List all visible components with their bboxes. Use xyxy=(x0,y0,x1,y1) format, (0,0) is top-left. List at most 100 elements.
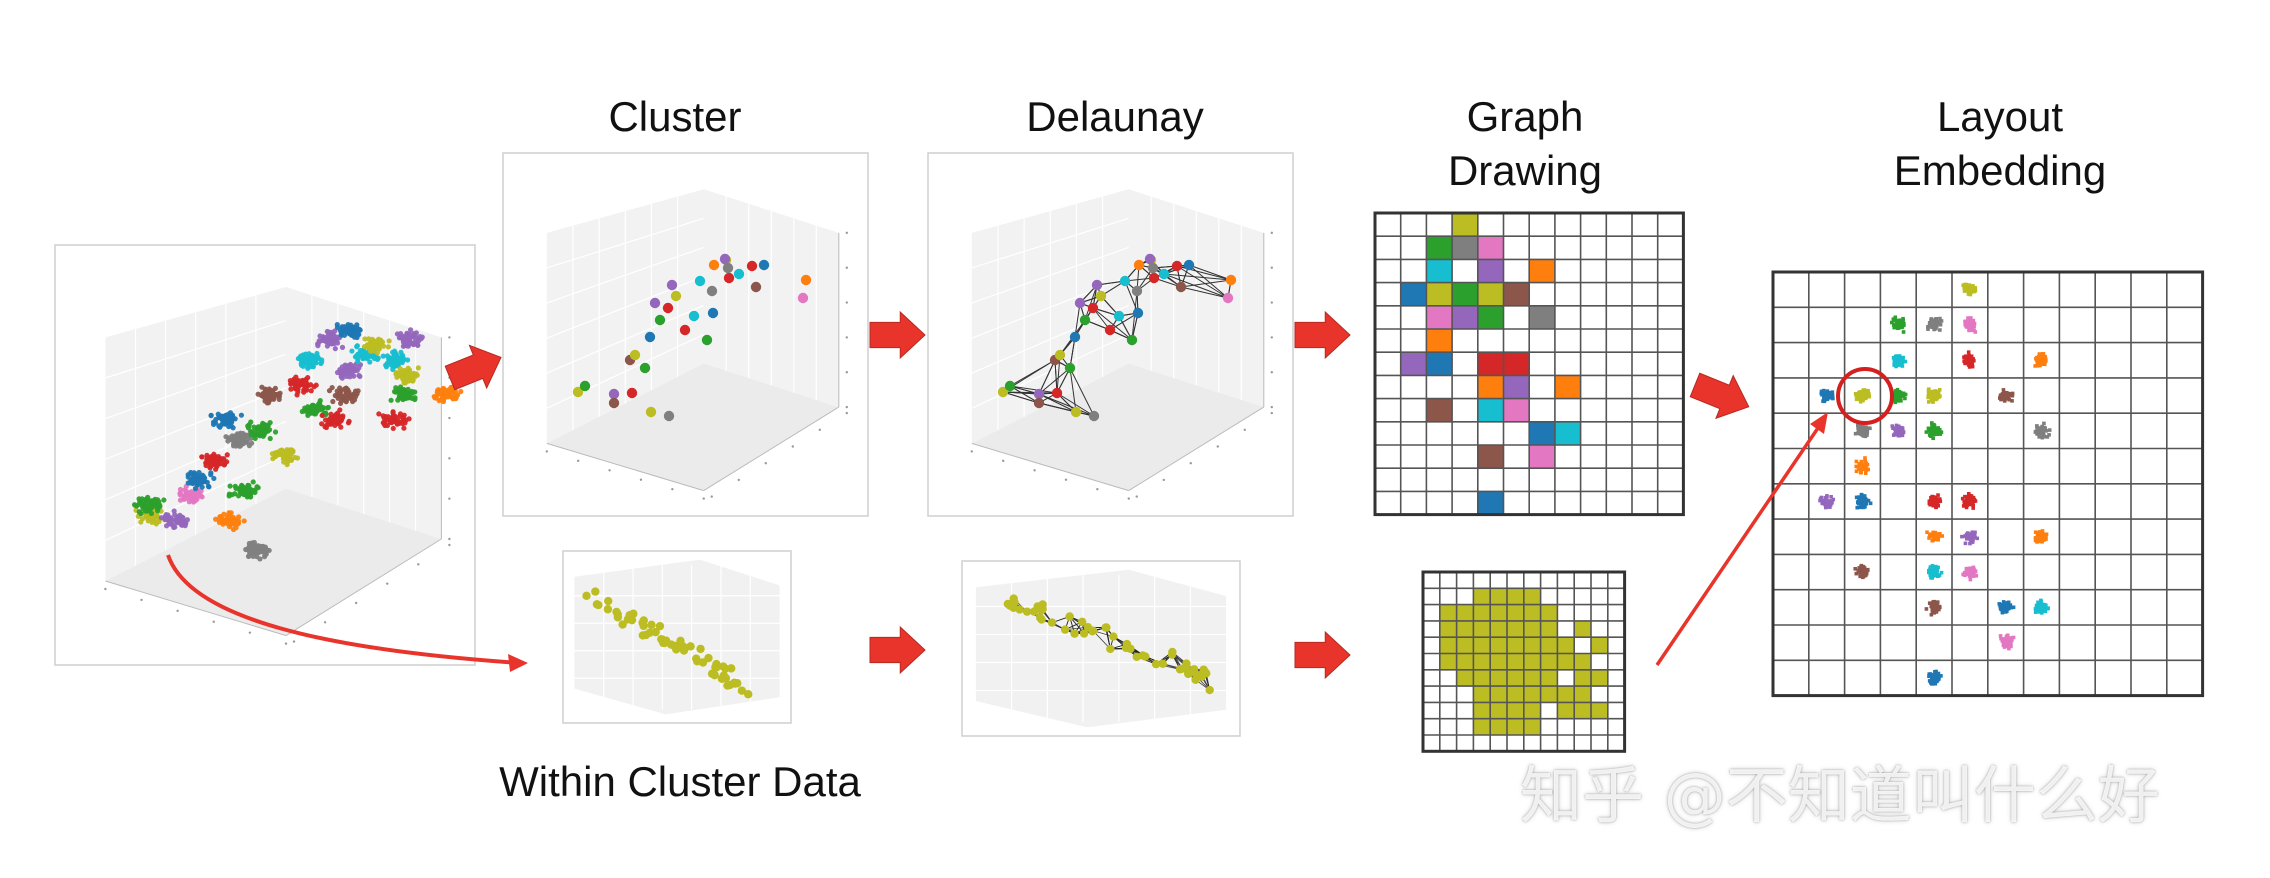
embedded-point xyxy=(2033,610,2038,614)
filled-cell xyxy=(1490,718,1507,735)
tick-mark xyxy=(702,497,705,500)
triangulation-node xyxy=(1003,599,1013,609)
data-point xyxy=(370,353,376,359)
data-point xyxy=(208,463,214,469)
data-point xyxy=(388,397,394,403)
graph-cell xyxy=(1477,282,1504,306)
embedded-point xyxy=(2039,530,2044,534)
embedded-point xyxy=(1927,533,1932,538)
graph-cell xyxy=(1426,305,1453,329)
axis-line xyxy=(1128,406,1265,492)
embedded-point xyxy=(1933,533,1938,537)
triangulation-node xyxy=(1158,268,1170,280)
panel-delaunay-triangulation xyxy=(927,152,1294,517)
triangulation-node xyxy=(1064,362,1076,374)
arrow-head xyxy=(1810,412,1828,434)
graph-cell xyxy=(1477,491,1504,515)
embedded-point xyxy=(2005,606,2010,610)
triangulation-edge xyxy=(1180,279,1232,288)
triangulation-node xyxy=(1054,349,1066,361)
tick-mark xyxy=(845,301,848,304)
grid-line xyxy=(971,333,1130,409)
embedded-point xyxy=(1934,317,1939,321)
data-point xyxy=(413,330,419,336)
triangulation-node xyxy=(1158,659,1167,668)
data-point xyxy=(288,386,294,392)
data-point xyxy=(312,411,319,417)
data-point xyxy=(326,340,332,346)
filled-cell xyxy=(1523,588,1541,605)
within-cluster-point xyxy=(712,659,721,669)
filled-cell xyxy=(1456,669,1474,687)
embedded-point xyxy=(2037,352,2042,357)
within-cluster-point xyxy=(723,681,732,690)
embedded-point xyxy=(1968,360,1973,364)
tick-mark xyxy=(448,543,451,547)
data-point xyxy=(406,390,412,396)
embedded-point xyxy=(1829,495,1833,499)
data-point xyxy=(247,543,253,549)
tick-mark xyxy=(386,582,389,585)
data-point xyxy=(316,339,322,345)
tick-mark xyxy=(140,598,143,602)
data-point xyxy=(196,469,202,476)
filled-cell xyxy=(1507,686,1524,703)
embedded-point xyxy=(1967,498,1972,503)
arrow-head xyxy=(508,654,528,672)
cluster-center-point xyxy=(706,285,718,297)
embedded-point xyxy=(1926,400,1931,404)
data-point xyxy=(144,514,150,520)
panel-graph-drawing-grid xyxy=(1373,211,1685,517)
tick-mark xyxy=(791,445,794,448)
tick-mark xyxy=(845,336,848,339)
filled-cell xyxy=(1490,702,1507,719)
tick-mark xyxy=(284,642,288,645)
embedded-point xyxy=(1896,399,1901,403)
embedded-point xyxy=(1937,321,1941,325)
data-point xyxy=(293,374,299,380)
embedded-point xyxy=(1828,505,1832,509)
embedded-point xyxy=(1855,505,1860,510)
filled-cell xyxy=(1523,604,1541,621)
embedded-point xyxy=(1972,497,1977,502)
embedded-point xyxy=(2041,536,2045,540)
data-point xyxy=(157,502,163,508)
within-cluster-point xyxy=(603,605,613,614)
within-cluster-point xyxy=(594,600,603,610)
embedded-point xyxy=(1968,493,1973,498)
embedded-point xyxy=(1968,292,1973,297)
tick-mark xyxy=(1162,478,1165,482)
embedded-point xyxy=(1829,391,1833,396)
embedded-point xyxy=(2038,363,2042,368)
embedded-point xyxy=(2040,435,2045,440)
flow-arrow xyxy=(1689,372,1750,420)
data-point xyxy=(402,395,408,401)
embedded-point xyxy=(1868,426,1872,431)
data-point xyxy=(245,553,252,560)
embedded-point xyxy=(2011,605,2016,610)
filled-cell xyxy=(1456,620,1474,638)
filled-cell xyxy=(1473,686,1491,703)
data-point xyxy=(397,331,404,337)
embedded-point xyxy=(1936,672,1941,676)
tick-mark xyxy=(248,631,252,634)
triangulation-node xyxy=(1047,618,1057,627)
embedded-point xyxy=(1864,433,1869,437)
data-point xyxy=(281,452,287,458)
within-cluster-point xyxy=(704,653,713,663)
embedded-point xyxy=(1938,432,1943,436)
data-point xyxy=(142,508,149,514)
data-point xyxy=(264,427,270,433)
data-point xyxy=(272,429,279,435)
embedded-point xyxy=(1857,501,1862,505)
tick-mark xyxy=(1270,301,1274,304)
tick-mark xyxy=(710,495,713,498)
tick-mark xyxy=(104,587,107,591)
filled-cell xyxy=(1473,669,1491,687)
embedded-point xyxy=(2005,633,2010,638)
triangulation-node xyxy=(1131,285,1143,297)
cluster-center-point xyxy=(708,259,720,271)
data-point xyxy=(337,328,343,334)
graph-cell xyxy=(1477,445,1504,469)
data-point xyxy=(220,413,226,419)
